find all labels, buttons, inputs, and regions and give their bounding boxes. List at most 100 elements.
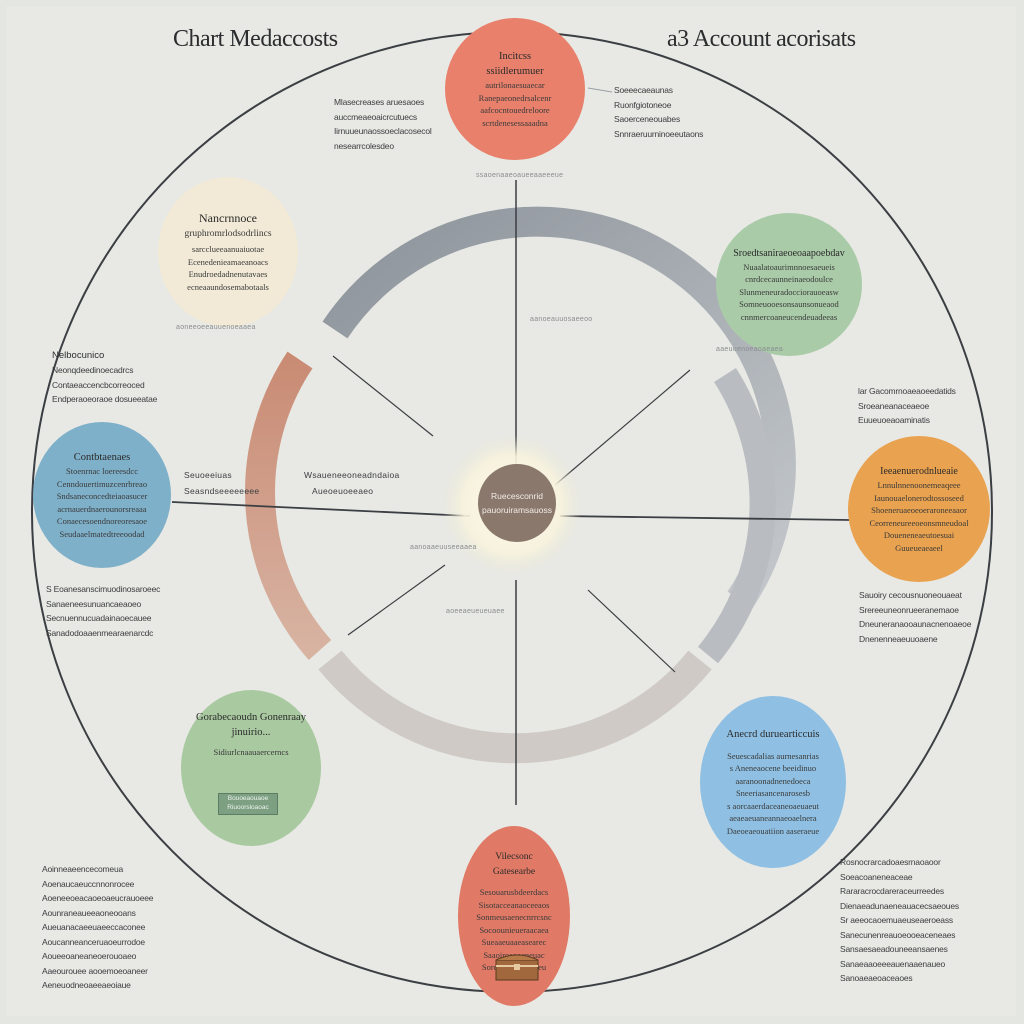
note-top-left: Mlasecreases aruesaoes auccmeaeoaicrcutu…	[334, 95, 432, 153]
note-line: Sanoaeaeoaceaoes	[840, 973, 913, 983]
bubble-top-right-line: Slunmeneuradocciorauoeasw	[739, 286, 839, 297]
note-line: Snnraeruurninoeeutaons	[614, 128, 704, 139]
title-right: a3 Account acorisats	[667, 26, 856, 52]
note-line: Ruonfgiotoneoe	[614, 99, 672, 110]
bubble-right-line: Iaunouaelonerodtossoseed	[874, 492, 964, 503]
note-line: Dienaeadunaeneauacecsaeoues	[840, 900, 959, 911]
note-line: Aeneuodneoaeeaeoiaue	[42, 980, 131, 990]
bubble-top-heading: Incitcss ssiidlerumuer	[486, 51, 544, 77]
bubble-left-heading: Contbtaenaes	[73, 452, 131, 463]
note-lower-left: S Eoanesanscimuodinosaroeec Sanaeneesunu…	[46, 582, 160, 640]
bubble-right-heading: Ieeaenuerodnlueaie	[880, 466, 958, 477]
note-line: Aounraneaueeaoneooans	[42, 907, 136, 918]
note-line: Euueuoeaoaminatis	[858, 415, 930, 425]
faint-label-ring-right: aaeuuenoeaoaeaea	[716, 346, 784, 353]
bubble-bottom-left-line: Sidiurlcnaauaercerncs	[213, 747, 289, 757]
bubble-left-line: Sndsaneconcedteiaoasucer	[56, 491, 148, 501]
faint-label-left-mid-b: Seasndseeeeeeee	[184, 486, 260, 496]
bubble-top-left-line: gruphromrlodsodrlincs	[184, 229, 272, 239]
note-line: Iirnuueunaossoeclacosecol	[334, 126, 432, 136]
bubble-left-line: Cenndouertimuzcenrbreao	[56, 478, 148, 489]
note-bottom-right: Rosnocrarcadoaesrnaoaoor Soeacoaneneacea…	[840, 855, 959, 986]
faint-label-center-low: aanoaaeuuseeaaea	[410, 544, 477, 551]
spoke-upper-left	[332, 355, 434, 437]
note-line: Mlasecreases aruesaoes	[334, 97, 425, 107]
spoke-upper-right	[554, 369, 691, 486]
note-line: Soeacoaneneaceae	[840, 871, 913, 882]
note-line: Contaeaccencbcorreoced	[52, 379, 145, 390]
bubble-top-right-line: cnrdcecaunneinaeodoulce	[745, 274, 833, 285]
faint-label-inner-left-a: Wsaueneeoneadndaioa	[304, 470, 400, 480]
bubble-top-line: scrtdenesessaaadna	[482, 117, 548, 128]
bubble-right-line: Lnnulnnenoonemeaqeee	[877, 480, 961, 490]
bubble-top-right-line: Somneuooesonsaunsonueaod	[739, 299, 839, 310]
note-line: Aoinneaeencecomeua	[42, 864, 123, 874]
faint-label-inner-left-b: Aueoeuoeeaeo	[312, 486, 374, 496]
connector-top-right	[587, 87, 613, 93]
spoke-right	[559, 515, 851, 521]
note-line: nesearrcolesdeo	[334, 140, 394, 151]
note-mid-right: lar Gacomrnoaeaoeedatids Sroeaneanaceaeo…	[858, 384, 956, 428]
bubble-bottom[interactable]: Vilecsonc Gatesearbe Sesouarusbdeerdacs …	[458, 826, 570, 1006]
bubble-right-line: Doueneneaeutoesuai	[883, 530, 955, 540]
bubble-right-line: Shoeneruaeoeoeraroneeaaor	[871, 505, 967, 515]
note-line: Aaeourouee aooemoeoaneer	[42, 965, 148, 976]
note-line: Soeeecaeaunas	[614, 85, 673, 95]
note-line: auccmeaeoaicrcutuecs	[334, 111, 417, 122]
bubble-top-left-line: sarcclueeaanuaiuotae	[191, 244, 265, 254]
bubble-left[interactable]: Contbtaenaes Stoenrnac loereesdcc Cenndo…	[33, 422, 171, 568]
note-line: Aoucanneanceruaoeurrodoe	[42, 936, 145, 947]
bubble-left-line: Seudaaelmatedtreeoodad	[59, 528, 145, 539]
note-line: Dneuneranaooaunacnenoaeoe	[859, 619, 972, 629]
bubble-top[interactable]: Incitcss ssiidlerumuer autrilonaesuaecar…	[445, 18, 585, 160]
bubble-right[interactable]: Ieeaenuerodnlueaie Lnnulnnenoonemeaqeee …	[848, 436, 990, 582]
bubble-top-left-line: ecneaaundosemabotaals	[187, 281, 269, 292]
bubble-bottom-line: Socoounieueraacaea	[479, 924, 549, 935]
faint-label-ring-top: aanoeauuosaeeoo	[530, 316, 593, 323]
note-top-right: Soeeecaeaunas Ruonfgiotoneoe Saoerceneou…	[614, 83, 703, 141]
bubble-top-line: autrilonaesuaecar	[485, 80, 545, 90]
note-line: Srereeuneonrueeranemaoe	[859, 604, 959, 615]
note-line: Sroeaneanaceaeoe	[858, 400, 930, 411]
bubble-bottom-left[interactable]: Gorabecaoudn Gonenraay jinuirio... Sidiu…	[181, 690, 321, 846]
note-mid-left: Nelbocunico Neonqdeedinoecadrcs Contaeac…	[52, 348, 157, 407]
faint-label-ring-bottom: aoeeaeueueuaee	[446, 608, 505, 615]
treasure-chest-icon	[495, 954, 539, 981]
note-line: Sr aeeocaoemuaeuseaeroeass	[840, 915, 953, 925]
bubble-bottom-heading: Vilecsonc Gatesearbe	[492, 852, 536, 877]
bubble-left-line: acrnauerdnaerounorsreaaa	[57, 503, 147, 514]
inner-ring-right-arc	[697, 367, 776, 664]
inner-ring-rust-arc	[245, 351, 332, 660]
inner-ring-gray-arc	[322, 206, 796, 609]
bubble-top-right[interactable]: Sroedtsaniraeoeoaapoebdav Nuaalatoaurimn…	[716, 213, 862, 356]
bubble-bottom-left-heading: Gorabecaoudn Gonenraay jinuirio...	[196, 712, 306, 738]
bubble-bottom-line: Sisotacceanaoceeaos	[478, 899, 550, 910]
bubble-left-line: Stoenrnac loereesdcc	[66, 466, 138, 476]
bubble-top-left-line: Enudroedadnenutavaes	[188, 269, 268, 279]
bubble-right-line: Ceorreneureeoeonsmneudoal	[869, 517, 969, 528]
mini-box-line: Riuoorsloaoac	[227, 804, 269, 811]
note-line: Aueuanacaeeuaeeccaconee	[42, 922, 146, 932]
spoke-left	[171, 501, 471, 517]
note-line: Sanadodoaaenmearaenarcdc	[46, 627, 154, 638]
bubble-top-left-line: Ecenedenieamaeanoacs	[187, 256, 269, 267]
spoke-lower-left	[347, 564, 446, 636]
note-line: Sauoiry cecousnuoneouaeat	[859, 590, 962, 600]
bubble-bottom-right[interactable]: Anecrd duruearticcuis Seuescadalias aurn…	[700, 696, 846, 868]
note-line: S Eoanesanscimuodinosaroeec	[46, 584, 161, 594]
inner-ring-bottom-arc	[318, 650, 712, 764]
note-line: Dnenenneaeuuoaene	[859, 633, 938, 644]
note-bottom-left: Aoinneaeencecomeua Aoenaucaeuccnnonrocee…	[42, 862, 153, 993]
faint-label-under-top: ssaoenaaeoaueeaaeeeue	[476, 172, 564, 179]
note-line: Rosnocrarcadoaesrnaoaoor	[840, 857, 941, 867]
bubble-bottom-right-line: aaranoonadnenedoeca	[735, 775, 811, 786]
center-hub[interactable]: Ruecesconrid pauoruiramsauoss	[478, 464, 556, 542]
note-line: Sanaeaaoeeeauenaaenaueo	[840, 958, 946, 969]
bubble-bottom-right-line: s aorcaaerdaceaneoaeuaeut	[727, 800, 819, 811]
title-left: Chart Medaccosts	[173, 26, 338, 52]
bubble-bottom-right-line: Sneeriasancenarosesb	[735, 788, 811, 799]
bubble-top-left[interactable]: Nancrnnoce gruphromrlodsodrlincs sarcclu…	[158, 177, 298, 327]
note-line: Aoeneeoeacaoeoaeucrauoeee	[42, 893, 154, 903]
bubble-top-line: aafcocntouedreloore	[480, 105, 550, 115]
note-line: Endperaoeoraoe dosueeatae	[52, 394, 158, 404]
